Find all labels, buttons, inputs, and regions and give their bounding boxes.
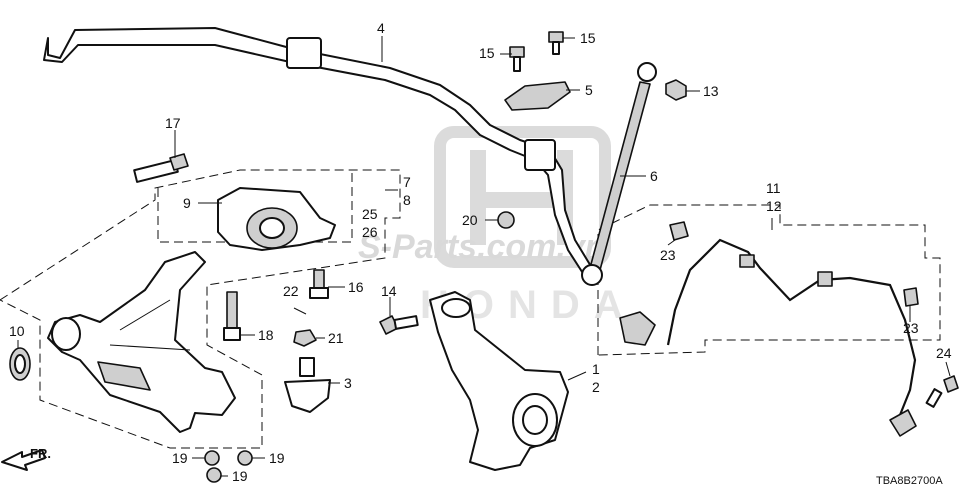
- callout-4: 4: [377, 20, 385, 36]
- clip-23b: [903, 287, 919, 307]
- callout-10: 10: [9, 323, 25, 339]
- nut-19a: [204, 450, 220, 466]
- stabilizer-bracket: [504, 81, 571, 111]
- callout-14: 14: [381, 283, 397, 299]
- nut-19c: [206, 467, 222, 483]
- callout-26: 26: [362, 224, 378, 240]
- seal-10: [9, 347, 31, 381]
- frame-bushing: [157, 172, 353, 243]
- callout-25: 25: [362, 206, 378, 222]
- callout-23b: 23: [903, 320, 919, 336]
- bolt-15b: [548, 31, 564, 55]
- reference-code: TBA8B2700A: [876, 475, 943, 487]
- frame-abs-sensor: [597, 204, 941, 356]
- bolt-17: [133, 153, 189, 183]
- bolt-14: [379, 315, 419, 335]
- bolt-16: [309, 269, 329, 299]
- bolt-15a: [509, 46, 525, 72]
- callout-23a: 23: [660, 247, 676, 263]
- cotter-pin-22: [293, 307, 307, 315]
- callout-8: 8: [403, 192, 411, 208]
- nut-20: [497, 211, 515, 229]
- callout-12: 12: [766, 198, 782, 214]
- front-direction-arrow: FR.: [1, 446, 51, 471]
- clip-23a: [669, 221, 689, 241]
- callout-13: 13: [703, 83, 719, 99]
- castle-nut-21: [293, 329, 317, 347]
- callout-18: 18: [258, 327, 274, 343]
- frame-lower-arm: [0, 169, 401, 449]
- callout-17: 17: [165, 115, 181, 131]
- callout-labels: 4 15 15 5 13 6 17 7 8 9 25 26 20 11 12 2…: [9, 20, 952, 484]
- callout-19a: 19: [172, 450, 188, 466]
- callout-15b: 15: [580, 30, 596, 46]
- callout-16: 16: [348, 279, 364, 295]
- callout-2: 2: [592, 379, 600, 395]
- compliance-bushing: [217, 187, 336, 251]
- callout-11: 11: [766, 180, 781, 196]
- callout-24: 24: [936, 345, 952, 361]
- bolt-24: [925, 375, 959, 408]
- callout-6: 6: [650, 168, 658, 184]
- leader-lines: [17, 36, 951, 477]
- abs-sensor: [619, 238, 917, 437]
- lower-control-arm: [47, 251, 236, 433]
- callout-19b: 19: [269, 450, 285, 466]
- callout-21: 21: [328, 330, 344, 346]
- direction-label: FR.: [30, 446, 51, 461]
- callout-7: 7: [403, 174, 411, 190]
- callout-20: 20: [462, 212, 478, 228]
- callout-3: 3: [344, 375, 352, 391]
- nut-13: [665, 79, 687, 101]
- callout-19c: 19: [232, 468, 248, 484]
- callout-22: 22: [283, 283, 299, 299]
- bolt-18: [223, 291, 241, 341]
- ball-joint: [284, 357, 331, 413]
- callout-15a: 15: [479, 45, 495, 61]
- steering-knuckle: [429, 291, 569, 471]
- callout-1: 1: [592, 361, 600, 377]
- callout-9: 9: [183, 195, 191, 211]
- nut-19b: [237, 450, 253, 466]
- callout-5: 5: [585, 82, 593, 98]
